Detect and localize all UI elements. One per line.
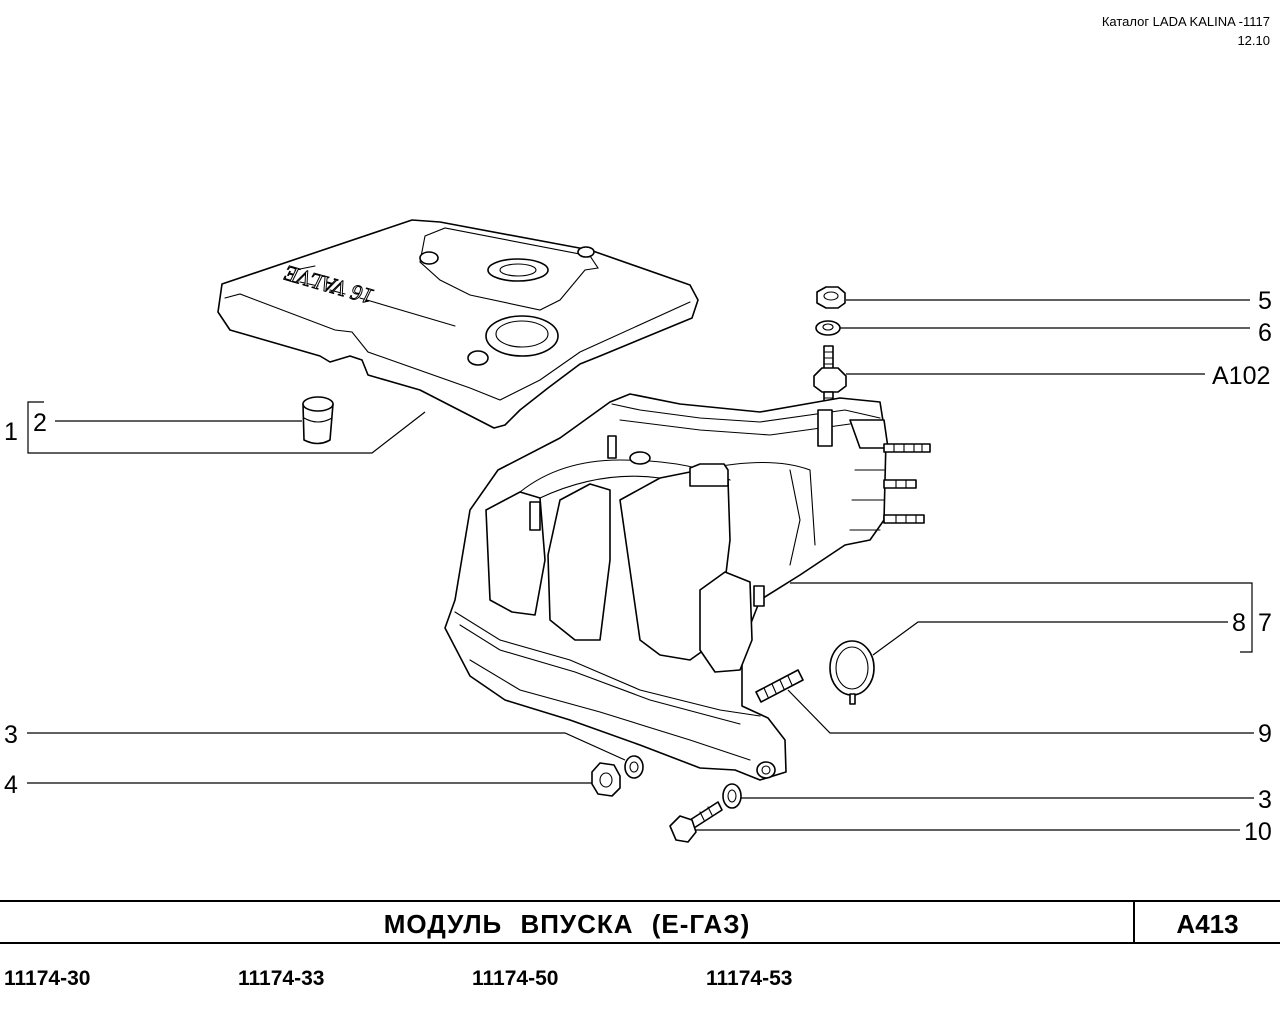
- callout-5: 5: [1258, 287, 1272, 315]
- callout-8: 8: [1232, 609, 1246, 637]
- model-code: 11174-50: [472, 967, 559, 990]
- callout-4: 4: [4, 771, 18, 799]
- catalog-date: 12.10: [1237, 33, 1270, 48]
- cover-bushing: [302, 396, 334, 445]
- callout-a102: A102: [1212, 362, 1270, 390]
- callout-7: 7: [1258, 609, 1272, 637]
- intake-manifold: [444, 393, 931, 781]
- callout-9: 9: [1258, 720, 1272, 748]
- nut-part-5: [816, 286, 846, 309]
- callout-3-left: 3: [4, 721, 18, 749]
- gasket-ring-part-8: [829, 640, 875, 705]
- callout-2: 2: [33, 409, 47, 437]
- catalog-title: Каталог LADA KALINA -1117: [1101, 14, 1270, 29]
- stud-part-9: [755, 669, 804, 703]
- callout-10: 10: [1244, 818, 1272, 846]
- washer-part-3-left: [624, 755, 644, 779]
- callout-6: 6: [1258, 319, 1272, 347]
- engine-cover: 16 VALVE: [217, 219, 699, 429]
- title-block: МОДУЛЬ ВПУСКА (Е-ГАЗ) A413: [0, 900, 1280, 944]
- exploded-parts-diagram: 16 VALVE: [4, 219, 1272, 846]
- nut-part-4: [591, 762, 621, 797]
- washer-part-6: [815, 320, 841, 336]
- diagram-title: МОДУЛЬ ВПУСКА (Е-ГАЗ): [383, 909, 751, 939]
- callout-1: 1: [4, 418, 18, 446]
- model-code: 11174-33: [238, 967, 325, 990]
- leader-lines: [27, 299, 1254, 831]
- model-code: 11174-30: [4, 967, 91, 990]
- model-code: 11174-53: [706, 967, 793, 990]
- bolt-part-10: [669, 801, 723, 843]
- callout-3-right: 3: [1258, 786, 1272, 814]
- diagram-code: A413: [1133, 902, 1280, 942]
- washer-part-3-right: [722, 783, 742, 809]
